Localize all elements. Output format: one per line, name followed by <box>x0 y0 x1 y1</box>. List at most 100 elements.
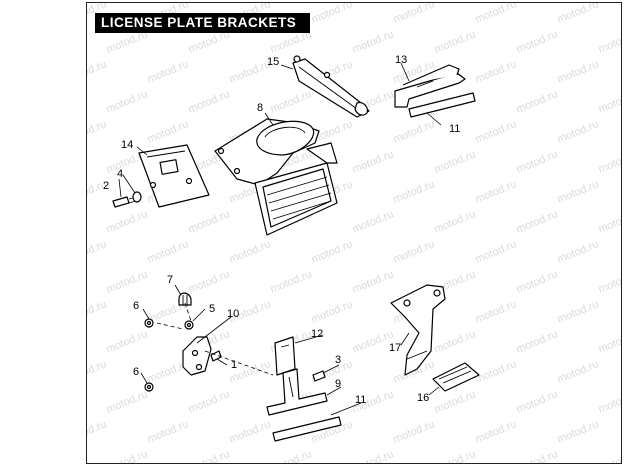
watermark-text: motod.ru <box>87 298 108 325</box>
part-9-bracket <box>266 368 328 416</box>
watermark-text: motod.ru <box>87 238 108 265</box>
watermark-text: motod.ru <box>228 238 273 265</box>
part-3-screw <box>312 370 326 382</box>
watermark-text: motod.ru <box>433 328 478 355</box>
watermark-text: motod.ru <box>474 3 519 26</box>
part-8-lens <box>254 142 338 236</box>
part-14-plate <box>138 144 210 208</box>
part-15-bracket <box>292 55 370 118</box>
watermark-text: motod.ru <box>105 208 150 235</box>
watermark-text: motod.ru <box>433 448 478 464</box>
callout-5: 5 <box>209 303 215 315</box>
watermark-text: motod.ru <box>556 58 601 85</box>
watermark-text: motod.ru <box>392 3 437 26</box>
watermark-text: motod.ru <box>474 58 519 85</box>
callout-17: 17 <box>389 342 401 354</box>
watermark-text: motod.ru <box>556 118 601 145</box>
watermark-text: motod.ru <box>392 178 437 205</box>
watermark-text: motod.ru <box>556 418 601 445</box>
callout-1: 1 <box>231 359 237 371</box>
watermark-text: motod.ru <box>87 58 108 85</box>
watermark-text: motod.ru <box>351 28 396 55</box>
callout-14: 14 <box>121 139 133 151</box>
watermark-text: motod.ru <box>597 148 622 175</box>
watermark-text: motod.ru <box>474 298 519 325</box>
watermark-text: motod.ru <box>392 118 437 145</box>
callout-6a: 6 <box>133 300 139 312</box>
callout-11b: 11 <box>355 394 366 406</box>
watermark-text: motod.ru <box>87 118 108 145</box>
watermark-text: motod.ru <box>228 418 273 445</box>
watermark-text: motod.ru <box>310 298 355 325</box>
callout-7: 7 <box>167 274 173 286</box>
watermark-text: motod.ru <box>474 118 519 145</box>
watermark-text: motod.ru <box>474 178 519 205</box>
watermark-text: motod.ru <box>351 148 396 175</box>
part-5-washer <box>184 320 194 330</box>
leader-lines <box>118 62 442 416</box>
watermark-text: motod.ru <box>146 418 191 445</box>
watermark-text: motod.ru <box>187 448 232 464</box>
callout-12: 12 <box>311 328 323 340</box>
watermark-text: motod.ru <box>105 328 150 355</box>
part-2-bolt <box>112 195 140 208</box>
watermark-text: motod.ru <box>515 148 560 175</box>
part-11-pad-bottom <box>272 416 342 442</box>
watermark-text: motod.ru <box>597 28 622 55</box>
watermark-text: motod.ru <box>269 88 314 115</box>
part-17-bracket <box>390 284 446 376</box>
callout-8: 8 <box>257 102 263 114</box>
watermark-text: motod.ru <box>515 388 560 415</box>
watermark-text: motod.ru <box>556 178 601 205</box>
callout-labels: 1 2 3 4 5 6 6 7 8 9 10 11 11 12 13 14 15… <box>103 54 460 406</box>
watermark-text: motod.ru <box>433 148 478 175</box>
diagram-title: LICENSE PLATE BRACKETS <box>95 13 311 33</box>
watermark-text: motod.ru <box>597 268 622 295</box>
watermark-text: motod.ru <box>597 88 622 115</box>
watermark-text: motod.ru <box>146 118 191 145</box>
watermark-text: motod.ru <box>146 58 191 85</box>
watermark-text: motod.ru <box>433 28 478 55</box>
callout-9: 9 <box>335 378 341 390</box>
watermark-text: motod.ru <box>515 28 560 55</box>
watermark-text: motod.ru <box>187 88 232 115</box>
callout-15: 15 <box>267 56 279 68</box>
callout-4: 4 <box>117 168 123 180</box>
part-12-clip <box>274 336 296 376</box>
watermark-text: motod.ru <box>105 268 150 295</box>
watermark-text: motod.ru <box>187 208 232 235</box>
watermark-text: motod.ru <box>105 88 150 115</box>
part-6-nut-b <box>144 382 154 392</box>
watermark-text: motod.ru <box>597 388 622 415</box>
callout-16: 16 <box>417 392 429 404</box>
watermark-text: motod.ru <box>269 448 314 464</box>
part-7-nut <box>178 292 192 306</box>
watermark-text: motod.ru <box>228 58 273 85</box>
part-11-pad-top <box>408 92 476 118</box>
callout-11a: 11 <box>449 123 460 135</box>
part-10-bracket <box>182 336 212 376</box>
watermark-text: motod.ru <box>433 388 478 415</box>
callout-6b: 6 <box>133 366 139 378</box>
watermark-text: motod.ru <box>597 448 622 464</box>
watermark-text: motod.ru <box>310 238 355 265</box>
watermark-text: motod.ru <box>515 208 560 235</box>
watermark-text: motod.ru <box>351 448 396 464</box>
watermark-text: motod.ru <box>515 448 560 464</box>
watermark-text: motod.ru <box>351 208 396 235</box>
part-16-reflector <box>432 362 480 392</box>
watermark-text: motod.ru <box>146 238 191 265</box>
watermark-text: motod.ru <box>597 328 622 355</box>
part-6-nut-a <box>144 318 154 328</box>
watermark-text: motod.ru <box>310 358 355 385</box>
part-13-bracket <box>394 64 466 108</box>
watermark-text: motod.ru <box>474 418 519 445</box>
watermark-text: motod.ru <box>515 268 560 295</box>
watermark-text: motod.ru <box>105 388 150 415</box>
watermark-text: motod.ru <box>105 448 150 464</box>
watermark-text: motod.ru <box>515 328 560 355</box>
watermark-text: motod.ru <box>474 358 519 385</box>
watermark-text: motod.ru <box>556 238 601 265</box>
